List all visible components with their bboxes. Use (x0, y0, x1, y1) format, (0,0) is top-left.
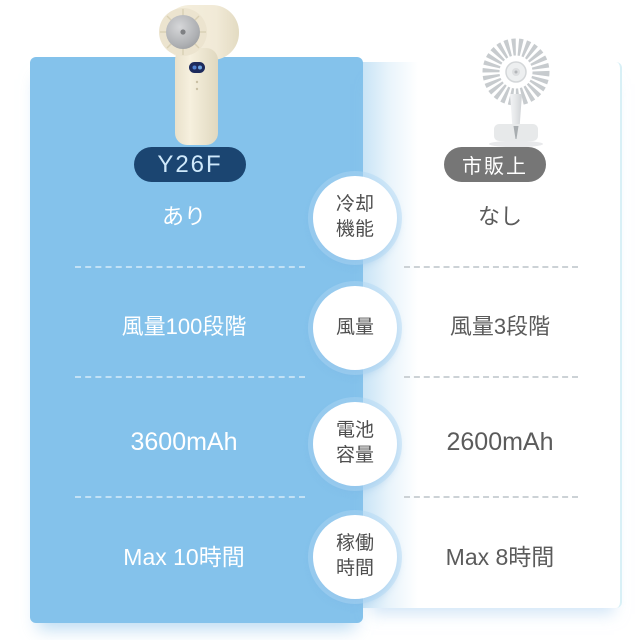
divider (404, 496, 578, 498)
category-label: 容量 (335, 445, 374, 466)
competitor-airflow-value: 風量3段階 (449, 314, 551, 339)
category-label: 時間 (335, 558, 374, 579)
fan-stem (510, 94, 522, 128)
y26f-airflow-value: 風量100段階 (121, 314, 247, 339)
category-label: 風量 (335, 316, 374, 338)
category-label: 電池 (335, 420, 374, 442)
bezel-slits (160, 9, 206, 55)
fan-button (195, 87, 199, 91)
base-notch (513, 126, 519, 139)
divider (75, 376, 305, 378)
competitor-fan-image (482, 38, 550, 148)
fan-handle (175, 48, 218, 145)
competitor-battery-value: 2600mAh (446, 428, 554, 456)
divider (404, 376, 578, 378)
fan-display (189, 62, 205, 73)
fan-hub (180, 29, 186, 35)
fan-shadow (489, 140, 543, 148)
y26f-cooling-value: あり (161, 204, 206, 229)
y26f-battery-value: 3600mAh (130, 428, 238, 456)
y26f-fan-image (159, 5, 239, 145)
divider (75, 266, 305, 268)
competitor-cooling-value: なし (477, 204, 522, 229)
y26f-runtime-value: Max 10時間 (123, 544, 245, 570)
y26f-badge: Y26F (134, 147, 246, 182)
category-circle-airflow: 風量 (313, 286, 397, 370)
category-label: 稼働 (335, 533, 374, 555)
competitor-badge: 市販上 (444, 147, 546, 182)
category-circle-battery: 電池 容量 (313, 402, 397, 486)
competitor-runtime-value: Max 8時間 (445, 544, 555, 570)
category-label: 機能 (335, 219, 374, 240)
category-label: 冷却 (335, 194, 374, 216)
divider (75, 496, 305, 498)
category-circle-runtime: 稼働 時間 (313, 515, 397, 599)
category-circle-cooling: 冷却 機能 (313, 176, 397, 260)
fan-button (195, 80, 199, 84)
divider (404, 266, 578, 268)
